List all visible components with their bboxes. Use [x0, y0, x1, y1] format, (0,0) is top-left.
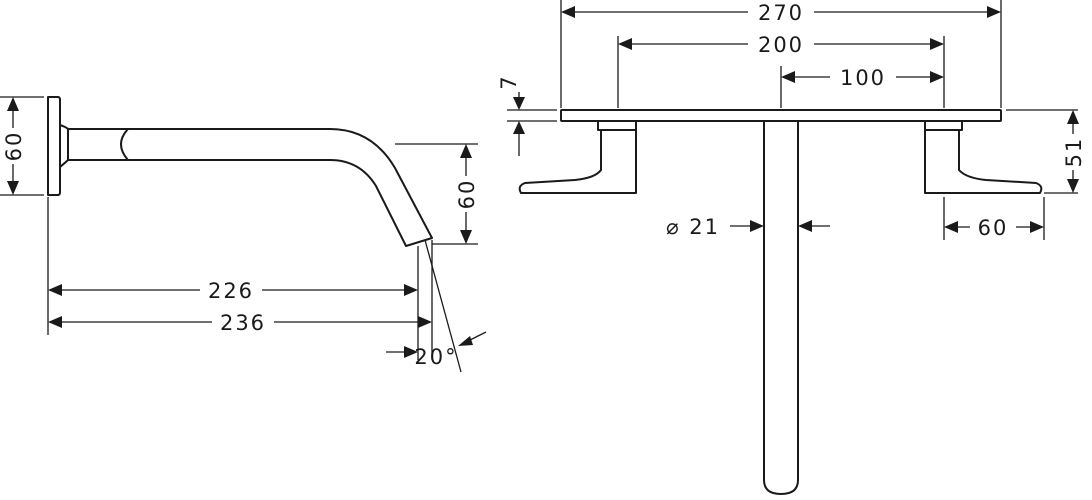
dimension-plate-thickness: 7	[497, 74, 525, 156]
label-outlet-angle: 20°	[414, 345, 457, 369]
spout-body	[59, 124, 433, 247]
label-spout-diameter: ⌀ 21	[666, 215, 720, 239]
side-view: 60 60 226 236	[0, 96, 487, 373]
label-plate-thickness: 7	[497, 74, 521, 89]
backplate	[560, 109, 1002, 122]
label-handle-height: 51	[1062, 137, 1086, 168]
front-view: 270 200 100 7	[497, 0, 1086, 495]
dimension-handle-height: 51	[1062, 110, 1086, 193]
dimension-reach-236: 236	[48, 310, 432, 335]
label-reach-226: 226	[208, 279, 254, 303]
dimension-spout-drop: 60	[455, 144, 479, 244]
label-flange-height: 60	[2, 131, 26, 162]
dimension-half-spacing: 100	[781, 65, 944, 90]
label-plate-width: 270	[758, 1, 804, 25]
dimension-plate-width: 270	[561, 0, 1001, 25]
right-handle	[924, 120, 1043, 194]
label-half-spacing: 100	[840, 66, 886, 90]
dimension-spout-diameter: ⌀ 21	[666, 215, 830, 239]
label-spout-drop: 60	[455, 179, 479, 210]
label-handle-depth: 60	[978, 216, 1009, 240]
dimension-outlet-angle: 20°	[386, 331, 487, 369]
label-handle-spacing: 200	[758, 33, 804, 57]
left-handle	[518, 120, 637, 194]
spout-cap	[120, 128, 129, 161]
dimension-reach-226: 226	[48, 278, 418, 303]
wall-flange	[47, 96, 61, 196]
front-spout	[763, 120, 799, 495]
dimension-handle-spacing: 200	[618, 32, 944, 57]
dimension-handle-depth: 60	[944, 215, 1044, 240]
dimension-flange-height: 60	[2, 97, 26, 195]
label-reach-236: 236	[220, 311, 266, 335]
